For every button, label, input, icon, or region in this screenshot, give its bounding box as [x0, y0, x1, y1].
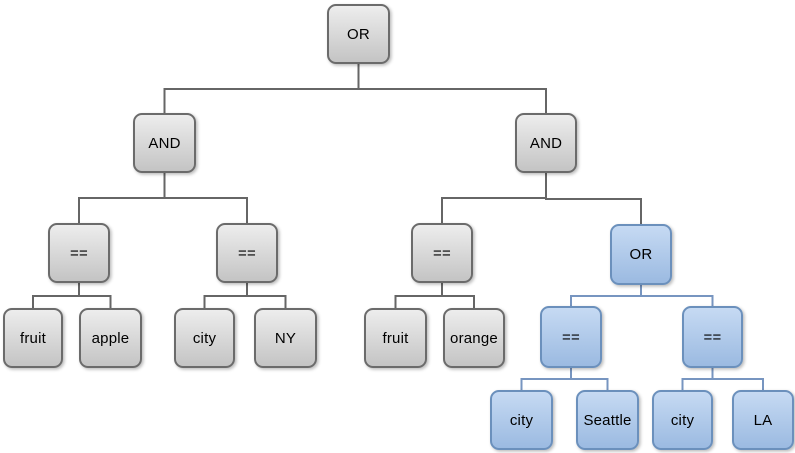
edge-and-right-eq-right [441, 173, 547, 223]
edge-eq-right-orange [441, 283, 475, 308]
tree-node-and-left: AND [133, 113, 196, 173]
edge-eq-right-fruit-2 [394, 283, 443, 308]
tree-node-fruit-1: fruit [3, 308, 63, 368]
tree-node-city-1: city [174, 308, 235, 368]
edge-eq-left-2-city-1 [203, 283, 248, 308]
edge-and-left-eq-left-2 [163, 173, 248, 223]
tree-node-eq-right: == [411, 223, 473, 283]
tree-node-la: LA [732, 390, 794, 450]
tree-node-or-blue: OR [610, 224, 672, 285]
tree-node-city-3: city [652, 390, 713, 450]
edge-or-blue-eq-blue-2 [640, 285, 714, 306]
tree-node-fruit-2: fruit [364, 308, 427, 368]
edge-or-blue-eq-blue-1 [570, 285, 642, 306]
edge-or-root-and-right [357, 64, 547, 113]
tree-node-and-right: AND [515, 113, 577, 173]
edge-eq-left-2-ny [246, 283, 287, 308]
edge-and-left-eq-left-1 [78, 173, 166, 223]
tree-node-eq-blue-1: == [540, 306, 602, 368]
tree-node-eq-blue-2: == [682, 306, 743, 368]
tree-node-ny: NY [254, 308, 317, 368]
edge-eq-blue-2-la [711, 368, 764, 390]
tree-node-eq-left-1: == [48, 223, 110, 283]
edge-eq-blue-1-city-2 [520, 368, 572, 390]
tree-node-orange: orange [443, 308, 505, 368]
tree-node-eq-left-2: == [216, 223, 278, 283]
tree-node-city-2: city [490, 390, 553, 450]
edge-eq-blue-1-seattle [570, 368, 609, 390]
edge-or-root-and-left [163, 64, 360, 113]
edge-eq-left-1-apple [78, 283, 112, 308]
edge-and-right-or-blue [545, 173, 642, 224]
edge-eq-left-1-fruit-1 [32, 283, 80, 308]
edge-eq-blue-2-city-3 [681, 368, 714, 390]
tree-node-seattle: Seattle [576, 390, 639, 450]
tree-node-or-root: OR [327, 4, 390, 64]
tree-node-apple: apple [79, 308, 142, 368]
